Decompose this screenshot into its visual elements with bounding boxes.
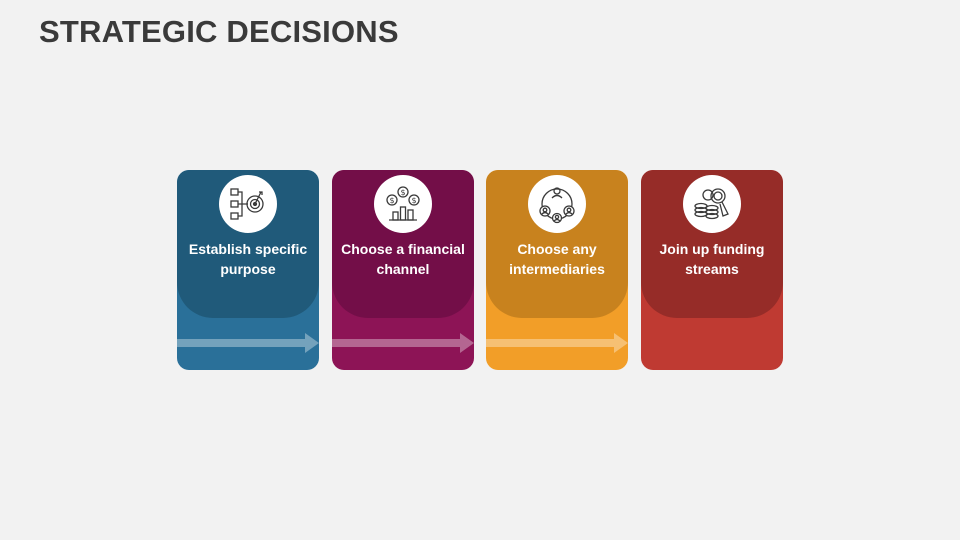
arrow-icon [486, 333, 628, 353]
arrow-icon [332, 333, 474, 353]
target-flowchart-icon [219, 175, 277, 233]
page-title: STRATEGIC DECISIONS [39, 14, 399, 49]
step-card-1: Establish specific purpose [177, 170, 319, 370]
svg-text:$: $ [389, 196, 394, 205]
step-label: Choose a financial channel [341, 241, 465, 277]
dollar-chart-icon: $ $ $ [374, 175, 432, 233]
step-card-2: $ $ $ Choose a financial channel [332, 170, 474, 370]
step-label: Choose any intermediaries [509, 241, 605, 277]
step-label: Join up funding streams [659, 241, 765, 277]
arrow-icon [177, 333, 319, 353]
step-card-4: Join up funding streams [641, 170, 783, 370]
people-network-icon [528, 175, 586, 233]
svg-text:$: $ [400, 188, 405, 197]
coins-magnifier-icon [683, 175, 741, 233]
step-card-3: Choose any intermediaries [486, 170, 628, 370]
svg-text:$: $ [411, 196, 416, 205]
step-label: Establish specific purpose [188, 241, 308, 277]
